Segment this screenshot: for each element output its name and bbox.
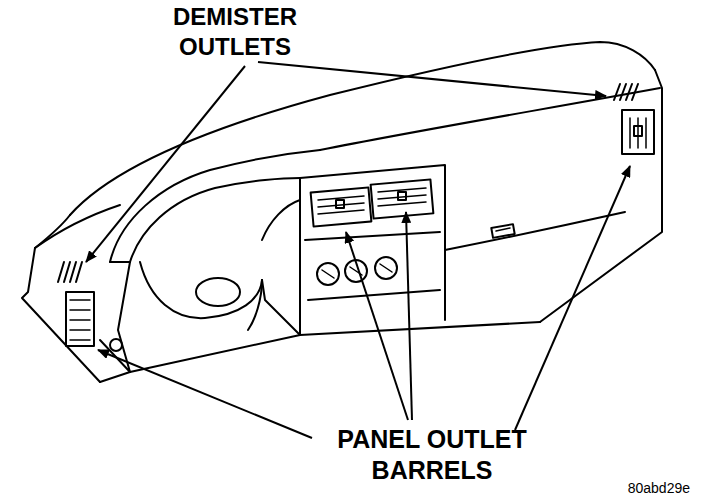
- part-label: DEMISTER OUTLETS: [160, 2, 310, 62]
- leader-lines: [86, 62, 630, 438]
- dashboard-drawing: [22, 42, 662, 382]
- figure-code: 80abd29e: [560, 480, 690, 498]
- part-label: PANEL OUTLET BARRELS: [312, 424, 552, 487]
